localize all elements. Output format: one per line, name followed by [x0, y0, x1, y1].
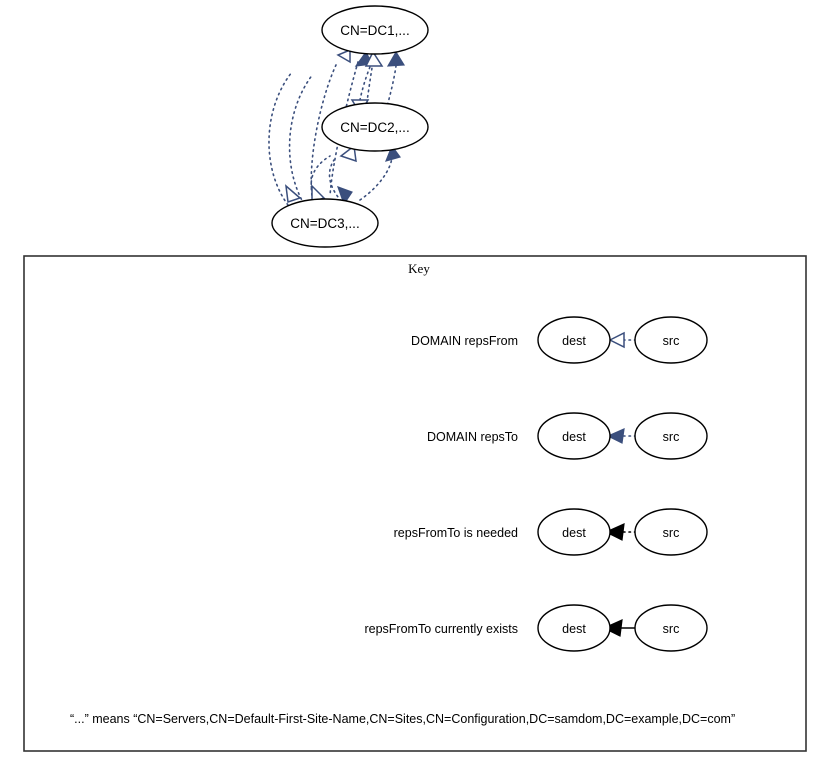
- key-src-label: src: [663, 622, 680, 636]
- key-row-domain-repsto: DOMAIN repsTo dest src: [427, 412, 708, 460]
- arrowhead-open-icon: [336, 48, 351, 64]
- edge-dc1-to-dc2-open: [359, 61, 373, 101]
- edge-dc3-to-dc2-right: [359, 157, 393, 201]
- arrowhead-open-icon: [339, 144, 357, 163]
- key-row-label: repsFromTo currently exists: [364, 622, 518, 636]
- graph-node-dc1[interactable]: CN=DC1,...: [321, 5, 429, 55]
- key-title: Key: [408, 261, 430, 276]
- node-label-dc2: CN=DC2,...: [340, 120, 409, 135]
- graph-node-dc2[interactable]: CN=DC2,...: [321, 102, 429, 152]
- key-row-label: DOMAIN repsTo: [427, 430, 518, 444]
- graph-node-dc3[interactable]: CN=DC3,...: [271, 198, 379, 248]
- arrowhead-filled-icon: [602, 619, 623, 637]
- arrowhead-filled-icon: [386, 50, 406, 67]
- key-dest-label: dest: [562, 526, 586, 540]
- node-ellipse: [271, 198, 379, 248]
- key-src-ellipse: [634, 316, 708, 364]
- edge-dc3-to-dc1-open: [268, 71, 293, 206]
- arrowhead-filled-icon: [606, 428, 625, 444]
- key-src-label: src: [663, 430, 680, 444]
- key-dest-label: dest: [562, 622, 586, 636]
- key-src-ellipse: [634, 412, 708, 460]
- node-label-dc1: CN=DC1,...: [340, 23, 409, 38]
- key-box: [23, 255, 807, 752]
- key-row-label: DOMAIN repsFrom: [411, 334, 518, 348]
- node-ellipse: [321, 102, 429, 152]
- key-dest-label: dest: [562, 334, 586, 348]
- key-dest-ellipse: [537, 508, 611, 556]
- arrowhead-filled-icon: [604, 523, 625, 541]
- key-dest-ellipse: [537, 316, 611, 364]
- key-src-ellipse: [634, 508, 708, 556]
- key-dest-ellipse: [537, 604, 611, 652]
- key-dest-label: dest: [562, 430, 586, 444]
- key-caption: “...” means “CN=Servers,CN=Default-First…: [70, 712, 735, 726]
- arrowhead-open-icon: [364, 50, 384, 67]
- key-row-repsfromto-exists: repsFromTo currently exists dest src: [364, 604, 708, 652]
- key-src-ellipse: [634, 604, 708, 652]
- key-row-repsfromto-needed: repsFromTo is needed dest src: [394, 508, 708, 556]
- edge-dc1-to-dc3-open: [310, 64, 337, 197]
- arrowhead-filled-icon: [337, 186, 353, 206]
- arrowhead-filled-icon: [384, 144, 401, 162]
- edge-dc2-to-dc1-filled: [385, 65, 397, 111]
- node-ellipse: [321, 5, 429, 55]
- edge-dc3-to-dc1-filled: [288, 73, 314, 205]
- node-label-dc3: CN=DC3,...: [290, 216, 359, 231]
- key-src-label: src: [663, 526, 680, 540]
- key-row-domain-repsfrom: DOMAIN repsFrom dest src: [411, 316, 708, 364]
- key-row-label: repsFromTo is needed: [394, 526, 518, 540]
- key-dest-ellipse: [537, 412, 611, 460]
- arrowhead-open-icon: [285, 184, 302, 204]
- arrowheads-into-dc1: [336, 48, 406, 67]
- arrowhead-open-icon: [608, 331, 625, 349]
- key-src-label: src: [663, 334, 680, 348]
